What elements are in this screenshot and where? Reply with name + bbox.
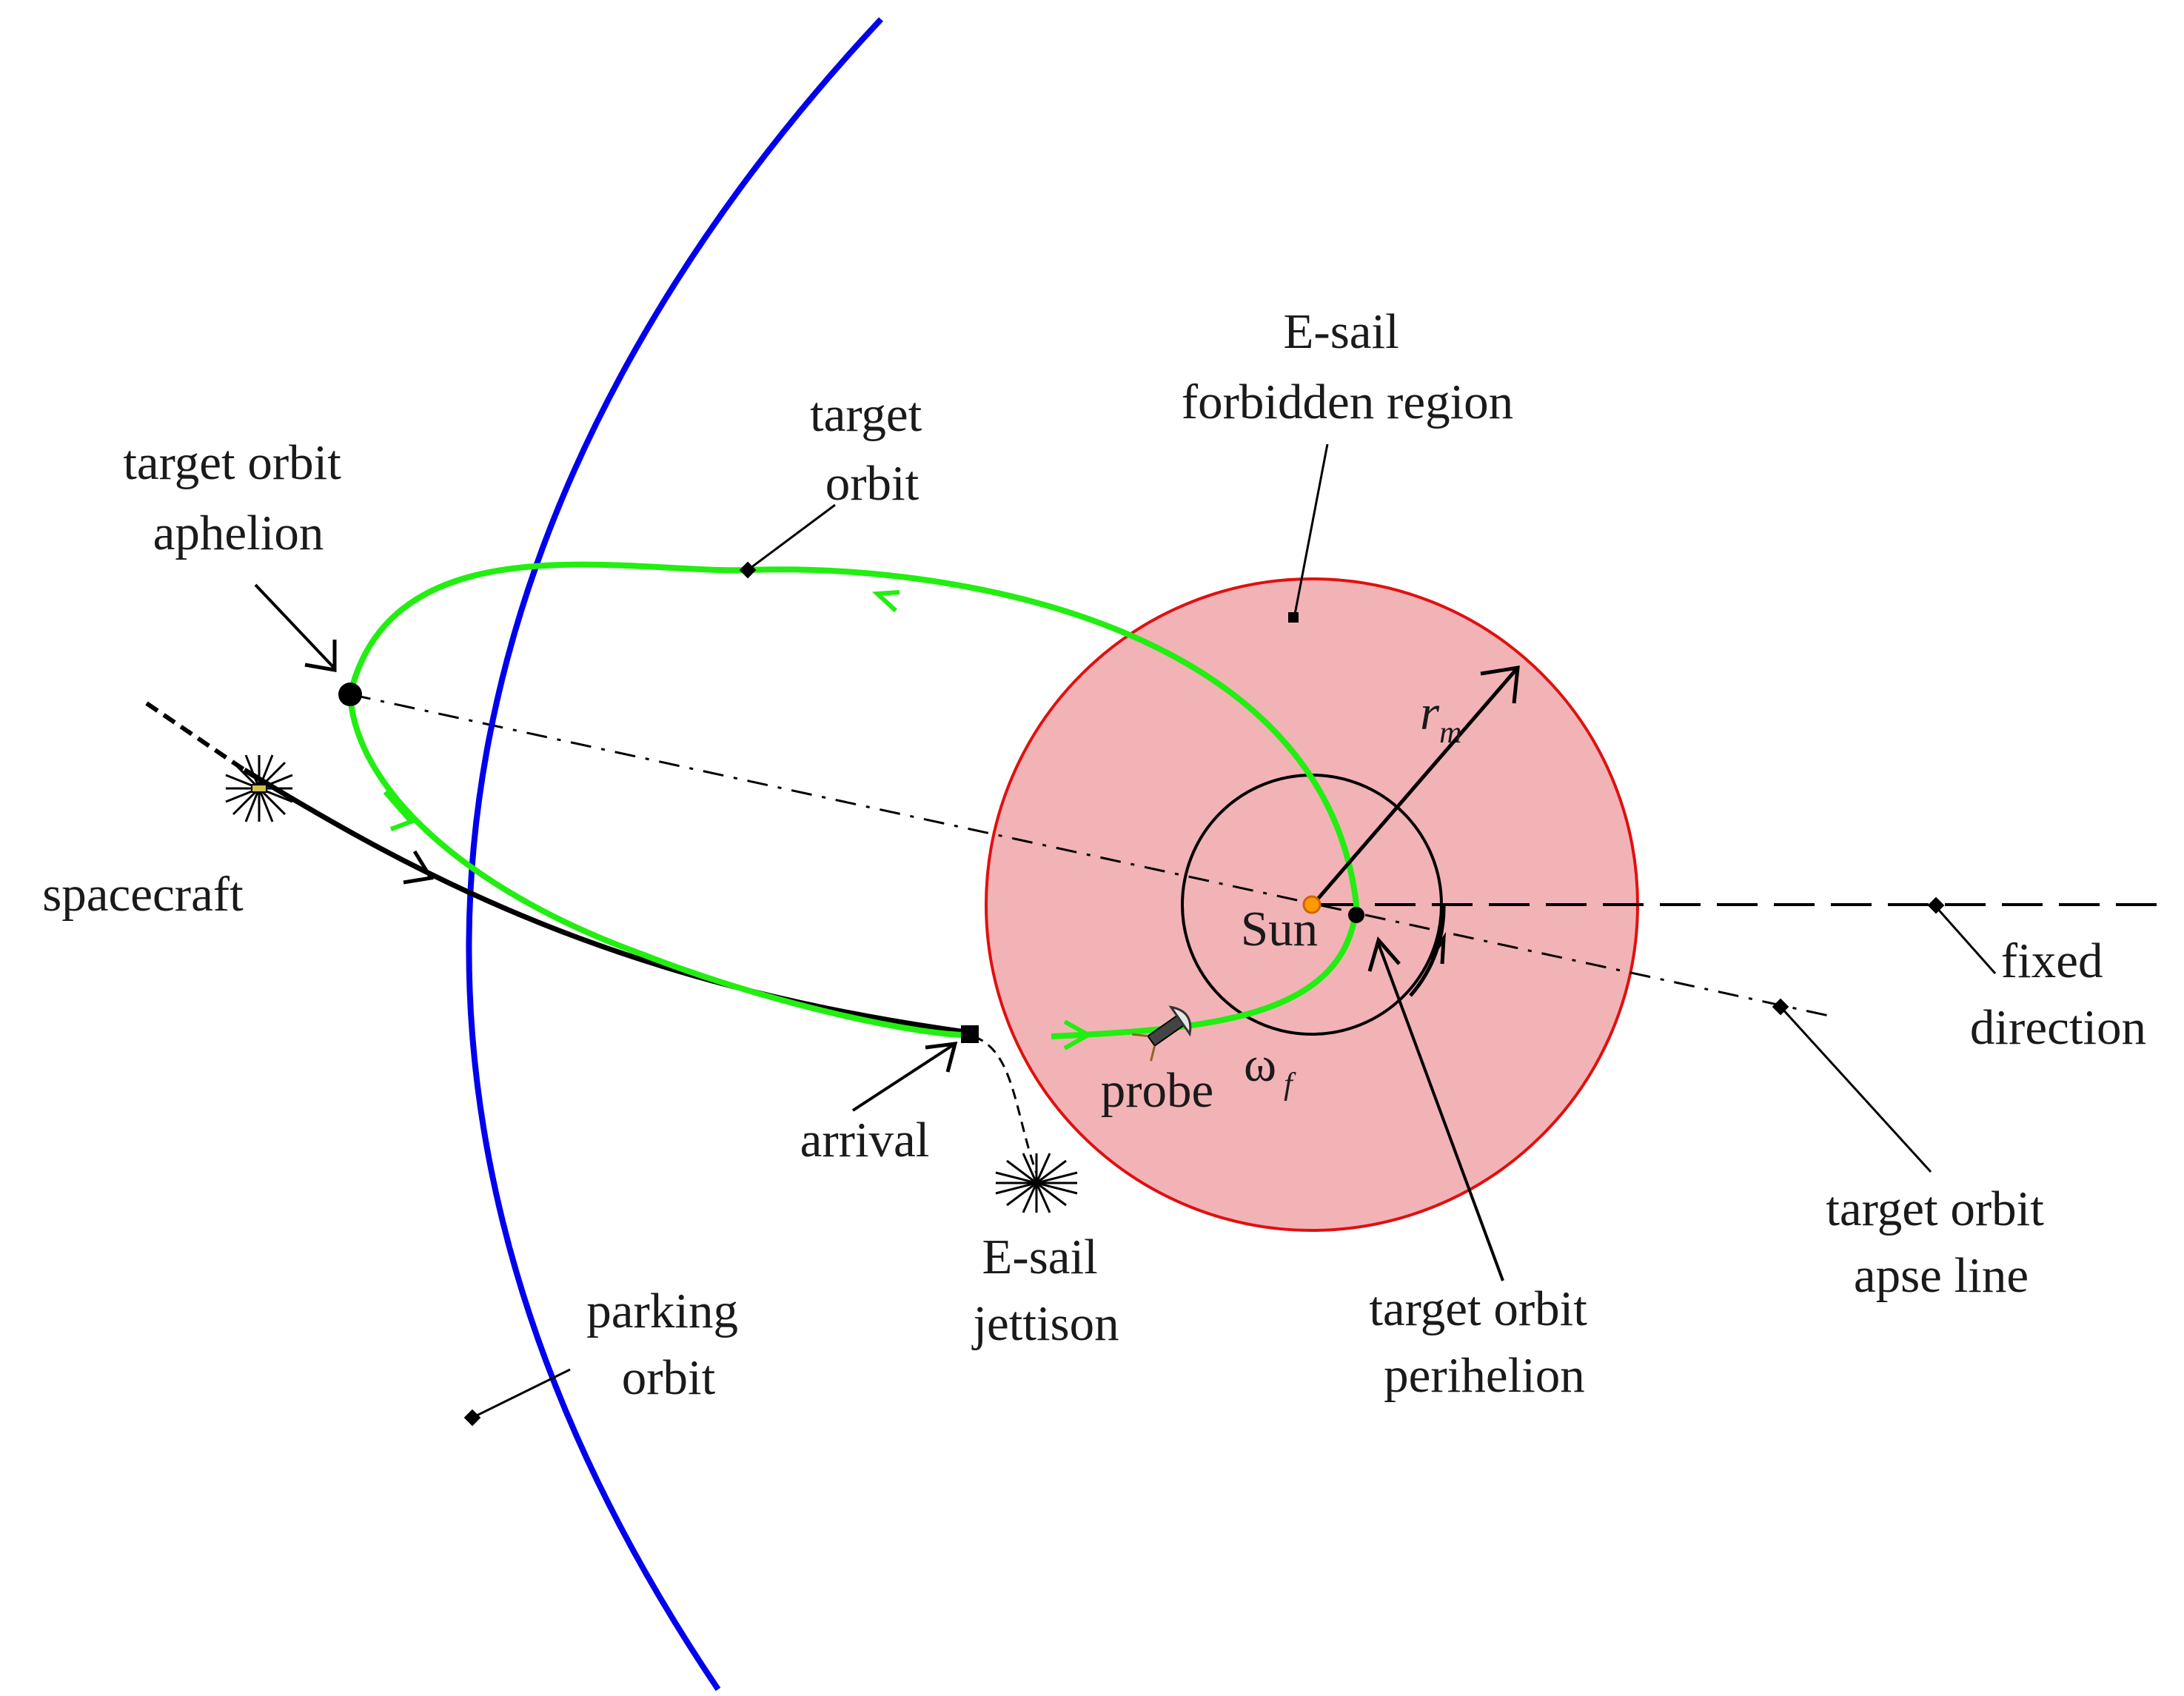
marker-forbidden-region [1288,612,1299,623]
omega-arrowhead [1428,931,1447,965]
leader-forbidden-region [1293,443,1329,619]
green-arrow-top [871,590,900,613]
leader-apse-line [1779,1005,1932,1173]
omega-symbol: ω [1244,1037,1276,1092]
fixed-direction-label-line2: direction [1970,1000,2146,1055]
arrival-label: arrival [800,1113,930,1167]
sun-icon [1302,895,1322,914]
arrival-point [961,1025,979,1043]
sun-label: Sun [1241,902,1318,956]
green-arrow-left [383,791,415,831]
fixed-direction-label-line1: fixed [2001,934,2103,988]
target-orbit-label-line1: target [810,387,922,442]
apse-line-label: target orbit apse line [1826,1181,2056,1303]
perihelion-label: target orbit perihelion [1369,1281,1599,1403]
forbidden-region-label-line2: forbidden region [1182,375,1513,429]
leader-perihelion [1377,943,1504,1281]
forbidden-region-label: E-sail forbidden region [1182,304,1513,429]
leader-parking-orbit [472,1368,571,1419]
rm-symbol: r [1420,686,1440,740]
marker-target-orbit [739,561,757,579]
black-arrow-transfer [403,850,435,885]
apse-line-label-line1: target orbit [1826,1181,2044,1236]
spacecraft-label: spacecraft [42,867,244,922]
target-orbit-label: target orbit [810,387,934,511]
leader-fixed-direction [1935,906,1997,974]
parking-orbit [466,17,883,1692]
jettison-label: E-sail jettison [971,1230,1119,1351]
jettisoned-sail-icon [995,1153,1078,1213]
perihelion-label-line2: perihelion [1384,1348,1585,1403]
parking-orbit-label-line1: parking [586,1284,738,1338]
leader-arrival [851,1042,957,1112]
rm-subscript: m [1439,716,1461,750]
jettison-label-line1: E-sail [982,1230,1097,1284]
parking-orbit-label-line2: orbit [622,1350,716,1405]
target-orbit-label-line2: orbit [825,456,920,511]
probe-label: probe [1101,1063,1214,1118]
aphelion-label-line1: target orbit [123,435,341,490]
fixed-direction-label: fixed direction [1970,934,2146,1055]
aphelion-point [338,683,362,706]
perihelion-point [1348,907,1364,923]
parking-orbit-label: parking orbit [586,1284,750,1405]
apse-line-label-line2: apse line [1854,1248,2029,1303]
marker-parking-orbit [463,1409,481,1427]
spacecraft-icon [225,754,293,822]
rm-arrowhead [1480,666,1520,704]
green-arrow-bottom [1063,1019,1093,1050]
target-orbit [347,561,1360,1039]
apse-line [349,693,1829,1017]
rm-label: rm [1420,686,1461,750]
incoming-dashed-path [145,701,246,772]
aphelion-label-line2: aphelion [153,506,324,560]
aphelion-label: target orbit aphelion [123,435,353,560]
forbidden-region-label-line1: E-sail [1283,304,1399,359]
perihelion-arrowhead [1367,936,1401,972]
transfer-trajectory [243,768,972,1036]
probe-icon [1132,1005,1192,1062]
jettison-label-line2: jettison [971,1296,1119,1351]
rm-arrow-line [1313,666,1519,905]
leader-target-orbit [747,503,836,572]
perihelion-label-line1: target orbit [1369,1281,1587,1336]
leader-aphelion [254,583,336,670]
target-orbit-lower-arc [347,694,972,1039]
arrival-arrowhead [925,1042,958,1073]
aphelion-arrowhead [304,640,337,672]
marker-fixed-direction [1927,896,1945,914]
marker-apse-line [1772,998,1789,1016]
